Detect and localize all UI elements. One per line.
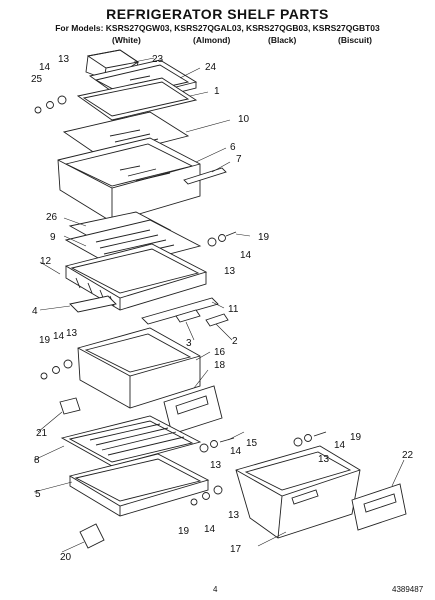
callout-14d: 14 — [230, 446, 242, 457]
callout-11: 11 — [228, 304, 239, 315]
fastener-cluster-left-2 — [40, 359, 73, 380]
crisper-drawer-part-6 — [57, 137, 201, 223]
rail-part-11 — [141, 297, 219, 325]
callout-24: 24 — [205, 62, 217, 73]
variant-white: (White) — [112, 35, 141, 45]
callout-9: 9 — [50, 232, 56, 243]
callout-20: 20 — [60, 552, 72, 563]
callout-15: 15 — [246, 438, 258, 449]
callout-19b: 19 — [39, 335, 51, 346]
callout-3: 3 — [186, 338, 192, 349]
callout-14e: 14 — [334, 440, 346, 451]
glass-part-10 — [62, 111, 190, 159]
callout-14b: 14 — [240, 250, 252, 261]
fastener-cluster-right-3 — [293, 431, 327, 447]
callout-16: 16 — [214, 347, 226, 358]
bracket-part-2 — [205, 313, 229, 327]
glass-shelf-part-8 — [60, 415, 202, 467]
shelf-frame-part-12 — [64, 243, 208, 311]
callout-4: 4 — [32, 306, 38, 317]
callout-13f: 13 — [228, 510, 240, 521]
callout-19d: 19 — [178, 526, 190, 537]
fastener-cluster-right-2 — [199, 437, 235, 453]
callout-21: 21 — [36, 428, 48, 439]
fastener-cluster-right-1 — [207, 231, 237, 247]
drawer-front-part-18 — [163, 385, 223, 435]
page-number: 4 — [213, 585, 218, 594]
frame-part-5 — [68, 453, 210, 517]
bracket-part-3 — [175, 309, 201, 323]
model-list: For Models: KSRS27QGW03, KSRS27QGAL03, K… — [55, 23, 380, 33]
variant-black: (Black) — [268, 35, 297, 45]
callout-19: 19 — [258, 232, 270, 243]
document-number: 4389487 — [392, 585, 424, 594]
callout-14: 14 — [39, 62, 51, 73]
shelf-frame-part-1 — [76, 77, 198, 121]
bin-front-part-22 — [351, 483, 407, 531]
callout-12: 12 — [40, 256, 52, 267]
callout-23: 23 — [152, 54, 164, 65]
callout-17: 17 — [230, 544, 242, 555]
fastener-cluster-upper-left — [34, 95, 67, 114]
callout-6: 6 — [230, 142, 236, 153]
variant-almond: (Almond) — [193, 35, 231, 45]
page-title: REFRIGERATOR SHELF PARTS — [106, 6, 329, 22]
callout-18: 18 — [214, 360, 226, 371]
callout-7: 7 — [236, 154, 242, 165]
callout-13d: 13 — [210, 460, 222, 471]
callout-1: 1 — [214, 86, 220, 97]
callout-5: 5 — [35, 489, 41, 500]
slide-part-4 — [69, 295, 117, 313]
bin-part-17 — [235, 445, 361, 539]
variant-biscuit: (Biscuit) — [338, 35, 372, 45]
callout-13b: 13 — [224, 266, 236, 277]
end-cap-part-20 — [79, 523, 105, 549]
callout-22: 22 — [402, 450, 414, 461]
callout-labels: 23 24 14 13 25 1 10 6 7 26 9 19 14 13 12… — [31, 54, 414, 563]
clip-part-21 — [59, 397, 81, 415]
meat-pan-part-16 — [77, 327, 201, 409]
rod-part-7 — [183, 167, 227, 185]
callout-26: 26 — [46, 212, 58, 223]
callout-13: 13 — [58, 54, 70, 65]
callout-13e: 13 — [318, 454, 330, 465]
callout-2: 2 — [232, 336, 238, 347]
callout-14c: 14 — [53, 331, 65, 342]
fastener-cluster-bottom — [190, 485, 223, 506]
callout-14f: 14 — [204, 524, 216, 535]
leader-lines — [33, 57, 405, 553]
callout-10: 10 — [238, 114, 250, 125]
callout-19c: 19 — [350, 432, 362, 443]
callout-25: 25 — [31, 74, 43, 85]
callout-13c: 13 — [66, 328, 78, 339]
callout-8: 8 — [34, 455, 40, 466]
